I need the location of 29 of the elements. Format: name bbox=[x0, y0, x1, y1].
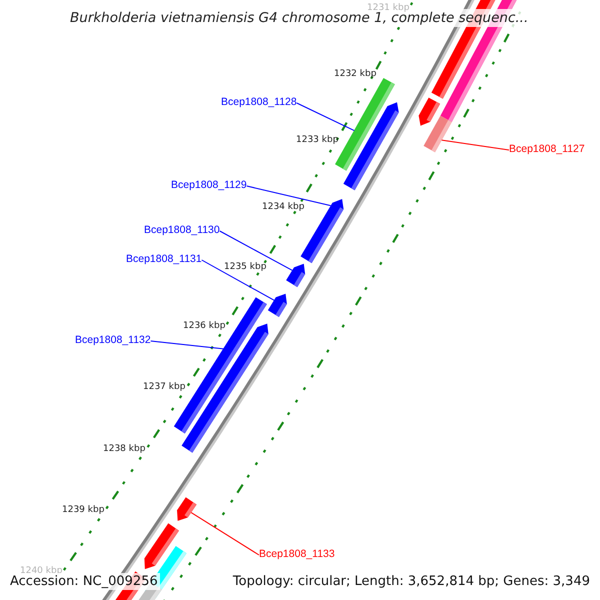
gene-label: Bcep1808_1131 bbox=[126, 253, 202, 265]
gene-feature bbox=[424, 116, 452, 152]
tick-label: 1234 kbp bbox=[262, 203, 304, 212]
gene-label: Bcep1808_1132 bbox=[75, 334, 151, 346]
tick-label: 1236 kbp bbox=[183, 322, 226, 331]
tick-label: 1232 kbp bbox=[334, 70, 376, 79]
gene-label: Bcep1808_1127 bbox=[509, 143, 585, 155]
gene-feature-pointed bbox=[177, 497, 197, 521]
gene-feature-pointed bbox=[286, 264, 306, 288]
gene-label: Bcep1808_1133 bbox=[259, 548, 335, 560]
leader-line bbox=[441, 140, 510, 150]
leader-line bbox=[190, 512, 260, 556]
footer-text: Accession: NC_009256 bbox=[8, 573, 160, 590]
tick-label: 1239 kbp bbox=[62, 506, 104, 515]
gene-label: Bcep1808_1130 bbox=[144, 224, 220, 236]
tick-label: 1240 kbp bbox=[20, 567, 62, 576]
footer-text: Topology: circular; Length: 3,652,814 bp; Genes: 3,349 bbox=[230, 573, 592, 590]
gene-label: Bcep1808_1128 bbox=[221, 96, 297, 108]
leader-line bbox=[246, 186, 332, 206]
tick-label: 1235 kbp bbox=[224, 263, 266, 272]
gene-feature-pointed bbox=[268, 294, 287, 317]
gene-label: Bcep1808_1129 bbox=[171, 179, 247, 191]
tick-label: 1233 kbp bbox=[296, 136, 338, 145]
leader-line bbox=[150, 340, 224, 350]
leader-line bbox=[296, 102, 355, 132]
leader-line bbox=[219, 230, 293, 271]
tick-label: 1238 kbp bbox=[103, 445, 146, 454]
tick-label: 1237 kbp bbox=[143, 383, 186, 392]
leader-line bbox=[201, 260, 274, 301]
